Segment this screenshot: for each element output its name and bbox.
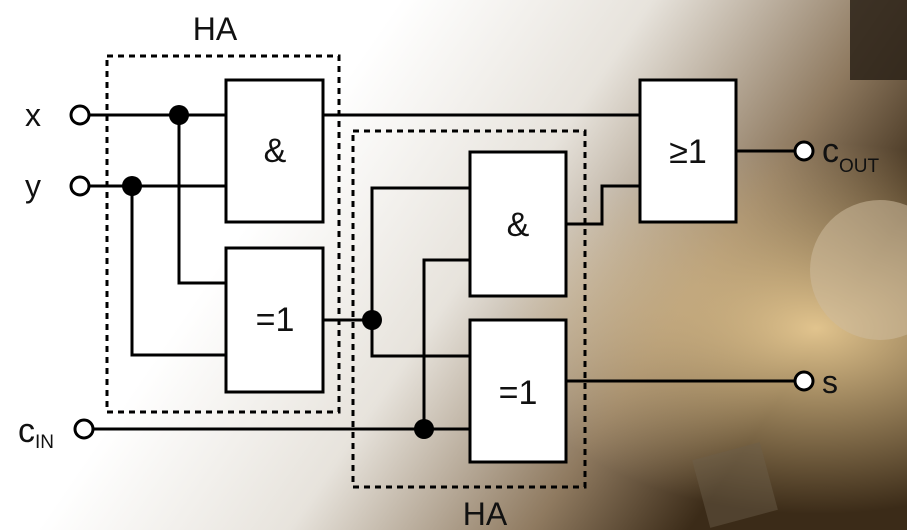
input-label-y: y: [25, 168, 41, 204]
terminal-cin: [73, 418, 95, 440]
background-component: [692, 442, 778, 528]
output-label-cout-main: c: [822, 132, 839, 170]
junction-dot: [414, 419, 434, 439]
input-label-x: x: [25, 97, 41, 133]
gate-or: ≥1: [638, 78, 738, 224]
gate-and-1-label: &: [264, 132, 287, 170]
half-adder-label-top: HA: [193, 11, 238, 47]
terminal-y: [69, 175, 91, 197]
terminal-cout: [793, 140, 815, 162]
terminals: [69, 104, 815, 440]
output-label-cout: cOUT: [822, 132, 880, 177]
input-label-cin-sub: IN: [35, 432, 54, 453]
junctions: [122, 105, 434, 439]
background-sphere: [810, 200, 907, 340]
output-label-s: s: [822, 364, 838, 400]
gate-xor-1-label: =1: [256, 301, 295, 339]
gate-and-2: &: [468, 150, 568, 298]
input-label-cin-main: c: [18, 412, 35, 450]
junction-dot: [362, 310, 382, 330]
terminal-x: [69, 104, 91, 126]
terminal-s: [793, 370, 815, 392]
gate-and-2-label: &: [507, 206, 530, 244]
junction-dot: [169, 105, 189, 125]
half-adder-box-top: [105, 54, 341, 414]
gate-xor-2-label: =1: [499, 374, 538, 412]
gate-and-1: &: [224, 78, 325, 224]
background-chip: [850, 0, 907, 80]
input-label-cin: cIN: [18, 412, 54, 453]
gate-xor-2: =1: [468, 318, 568, 464]
wires: [88, 113, 795, 431]
junction-dot: [122, 176, 142, 196]
gate-or-label: ≥1: [669, 133, 707, 171]
half-adder-label-bottom: HA: [463, 496, 508, 530]
output-label-cout-sub: OUT: [839, 156, 880, 177]
half-adder-box-bottom: [351, 129, 587, 489]
gate-xor-1: =1: [224, 246, 325, 394]
